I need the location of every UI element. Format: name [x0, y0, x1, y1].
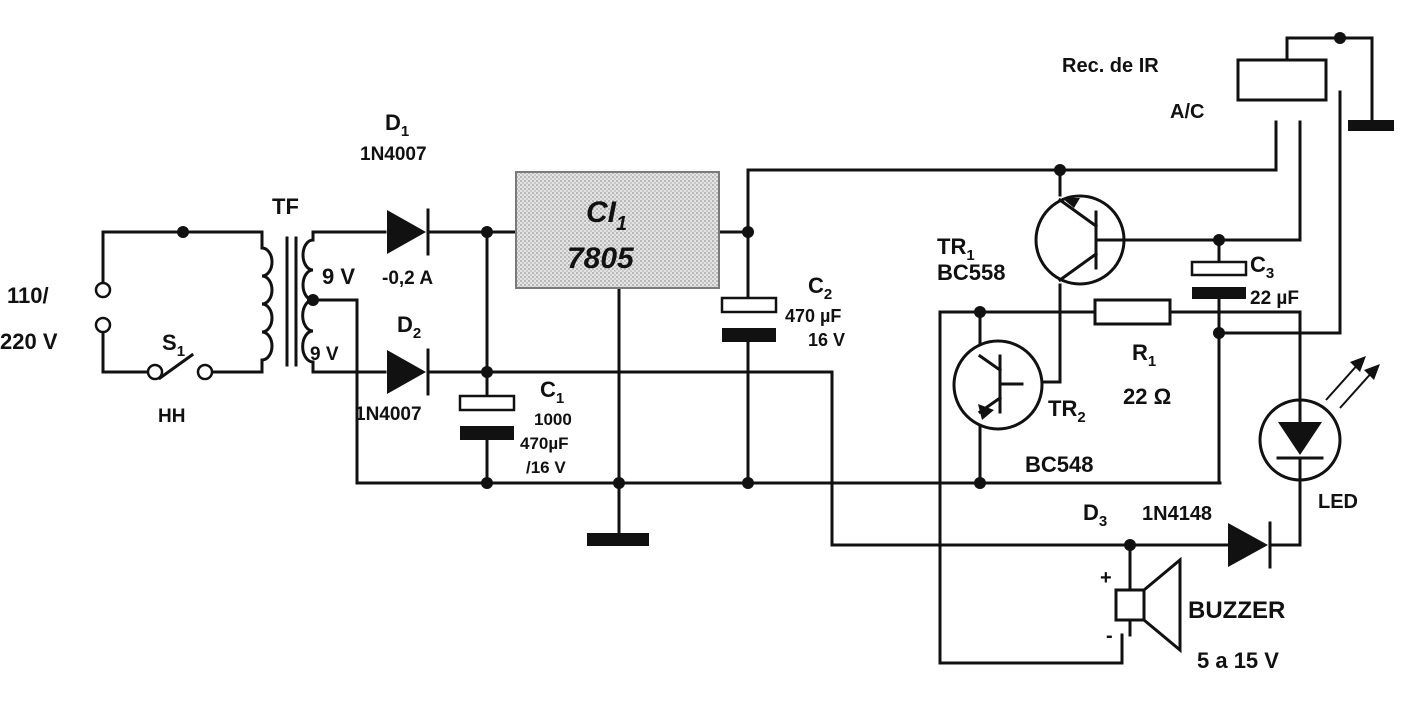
r1-ref: R	[1132, 340, 1148, 365]
secondary-rating: -0,2 A	[382, 268, 433, 289]
d3-part: 1N4148	[1142, 503, 1212, 525]
diode-d2: D2 1N4007	[355, 312, 430, 425]
c2-value-line1: 470 µF	[785, 306, 841, 326]
tr2-ref: TR	[1048, 396, 1077, 421]
tr1-ref: TR	[937, 234, 966, 259]
d2-ref: D	[397, 312, 413, 337]
switch-ref-sub: 1	[177, 343, 185, 360]
ir-receiver: Rec. de IR A/C	[1062, 55, 1328, 123]
svg-text:D3: D3	[1083, 500, 1107, 530]
svg-text:S1: S1	[162, 330, 185, 360]
tr2-part: BC548	[1025, 452, 1093, 477]
capacitor-c1: C1 1000 470µF /16 V	[458, 377, 572, 477]
transistor-tr2: TR2 BC548	[952, 339, 1093, 477]
switch-type: HH	[158, 406, 185, 427]
switch-s1: S1 HH	[146, 330, 214, 427]
svg-text:C3: C3	[1250, 252, 1274, 282]
transistor-tr1: TR1 BC558	[937, 194, 1126, 286]
svg-text:R1: R1	[1132, 340, 1156, 370]
mains-input: 110/ 220 V	[0, 281, 112, 354]
ground-symbol-regulator	[587, 533, 649, 546]
mains-voltage-line1: 110/	[7, 283, 49, 308]
c1-value-line3: /16 V	[526, 458, 566, 477]
d1-part: 1N4007	[360, 144, 427, 165]
capacitor-c2: C2 470 µF 16 V	[720, 273, 845, 350]
tr2-ref-sub: 2	[1077, 409, 1085, 426]
c1-ref: C	[540, 377, 556, 402]
tr1-part: BC558	[937, 260, 1005, 285]
d3-ref: D	[1083, 500, 1099, 525]
svg-text:D1: D1	[385, 110, 409, 140]
d1-ref: D	[385, 110, 401, 135]
diode-d3: D3 1N4148	[1083, 500, 1272, 569]
secondary-upper-voltage: 9 V	[322, 264, 355, 289]
resistor-r1: R1 22 Ω	[1093, 298, 1172, 409]
mains-terminal-upper	[94, 281, 112, 299]
buzzer-rating: 5 a 15 V	[1197, 648, 1279, 673]
regulator-ci1: CI1 7805	[515, 171, 720, 289]
buzzer-minus: -	[1106, 625, 1113, 647]
regulator-ref: CI	[586, 196, 617, 229]
diode-d1: D1 1N4007	[360, 110, 430, 256]
buzzer-label: BUZZER	[1188, 597, 1285, 624]
wires	[101, 36, 1374, 665]
c3-ref: C	[1250, 252, 1266, 277]
capacitor-c3: C3 22 µF	[1190, 252, 1299, 309]
svg-text:CI1: CI1	[586, 196, 627, 235]
svg-text:TR1: TR1	[937, 234, 975, 264]
c2-value-line2: 16 V	[808, 330, 845, 350]
ir-receiver-label-line2: A/C	[1170, 101, 1204, 123]
junctions	[177, 32, 1346, 551]
d2-ref-sub: 2	[413, 325, 421, 342]
switch-ref: S	[162, 330, 177, 355]
buzzer-plus: +	[1100, 567, 1112, 589]
ir-receiver-label-line1: Rec. de IR	[1062, 55, 1159, 77]
svg-text:C1: C1	[540, 377, 564, 407]
c3-value: 22 µF	[1250, 288, 1299, 309]
r1-ref-sub: 1	[1148, 353, 1156, 370]
ground-symbol-ir	[1348, 120, 1394, 131]
c2-ref: C	[808, 273, 824, 298]
c3-ref-sub: 3	[1266, 265, 1274, 282]
c1-value-line1: 1000	[534, 410, 572, 429]
regulator-ref-sub: 1	[616, 213, 627, 235]
c2-ref-sub: 2	[824, 286, 832, 303]
r1-value: 22 Ω	[1123, 384, 1171, 409]
secondary-lower-voltage: 9 V	[310, 344, 339, 365]
buzzer: + - BUZZER 5 a 15 V	[1100, 556, 1285, 673]
d2-part: 1N4007	[355, 404, 422, 425]
d1-ref-sub: 1	[401, 123, 409, 140]
svg-text:D2: D2	[397, 312, 421, 342]
mains-voltage-line2: 220 V	[0, 329, 58, 354]
led: LED	[1258, 356, 1380, 513]
svg-text:C2: C2	[808, 273, 832, 303]
svg-text:TR2: TR2	[1048, 396, 1086, 426]
primary-winding	[260, 246, 274, 362]
transformer-ref: TF	[272, 194, 299, 219]
c1-ref-sub: 1	[556, 390, 564, 407]
mains-terminal-lower	[94, 316, 112, 334]
led-label: LED	[1318, 491, 1358, 513]
c1-value-line2: 470µF	[520, 434, 569, 453]
tr1-ref-sub: 1	[966, 247, 974, 264]
regulator-part: 7805	[567, 242, 635, 275]
transformer: TF 9 V -0,2 A 9 V	[260, 194, 433, 367]
d3-ref-sub: 3	[1099, 513, 1107, 530]
